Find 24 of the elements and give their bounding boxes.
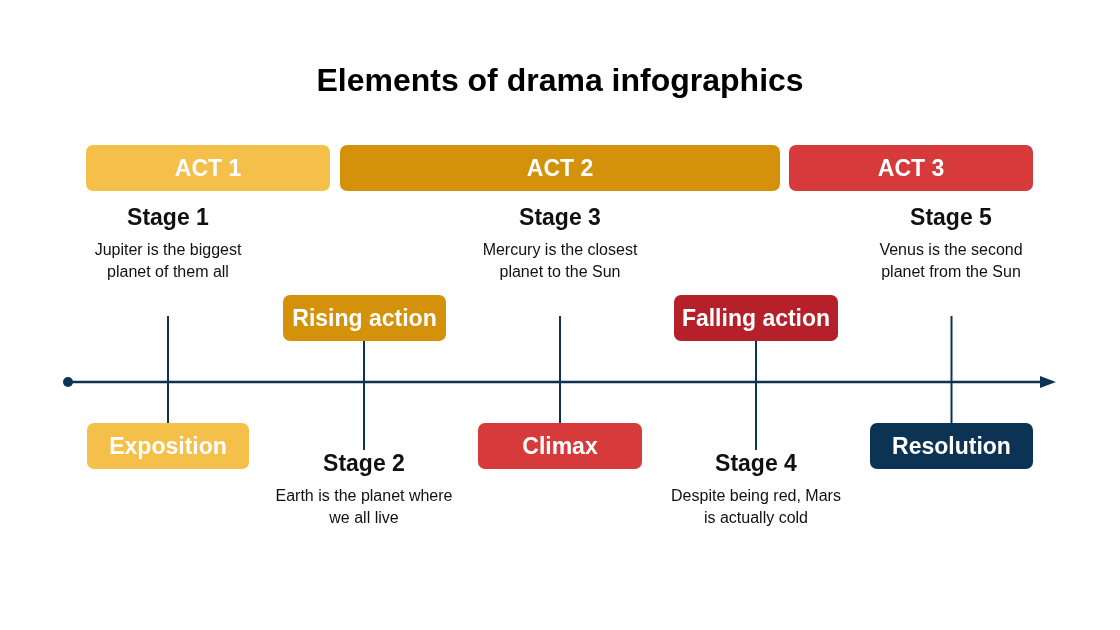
stage-heading: Stage 5: [909, 204, 993, 231]
stage-label: Resolution: [870, 423, 1033, 469]
connector-line: [363, 340, 365, 451]
stage-description: Venus is the second planet from the Sun: [878, 240, 1024, 282]
stage-description: Earth is the planet where we all live: [274, 486, 454, 528]
stage-label: Exposition: [87, 423, 249, 469]
stage-description: Mercury is the closest planet to the Sun: [481, 240, 639, 282]
stage-heading: Stage 1: [126, 204, 210, 231]
title: Elements of drama infographics: [315, 62, 805, 99]
act-banner: ACT 2: [340, 145, 780, 191]
stage-label: Rising action: [283, 295, 446, 341]
act-banner: ACT 1: [86, 145, 330, 191]
connector-line: [755, 340, 757, 451]
stage-heading: Stage 4: [714, 450, 798, 477]
stage-heading: Stage 3: [518, 204, 602, 231]
stage-label: Falling action: [674, 295, 838, 341]
stage-heading: Stage 2: [322, 450, 406, 477]
connector-line: [167, 315, 169, 424]
stage-description: Despite being red, Mars is actually cold: [670, 486, 842, 528]
act-banner: ACT 3: [789, 145, 1033, 191]
connector-line: [559, 315, 561, 424]
connector-line: [950, 315, 953, 424]
stage-description: Jupiter is the biggest planet of them all: [93, 240, 243, 282]
stage-label: Climax: [478, 423, 642, 469]
